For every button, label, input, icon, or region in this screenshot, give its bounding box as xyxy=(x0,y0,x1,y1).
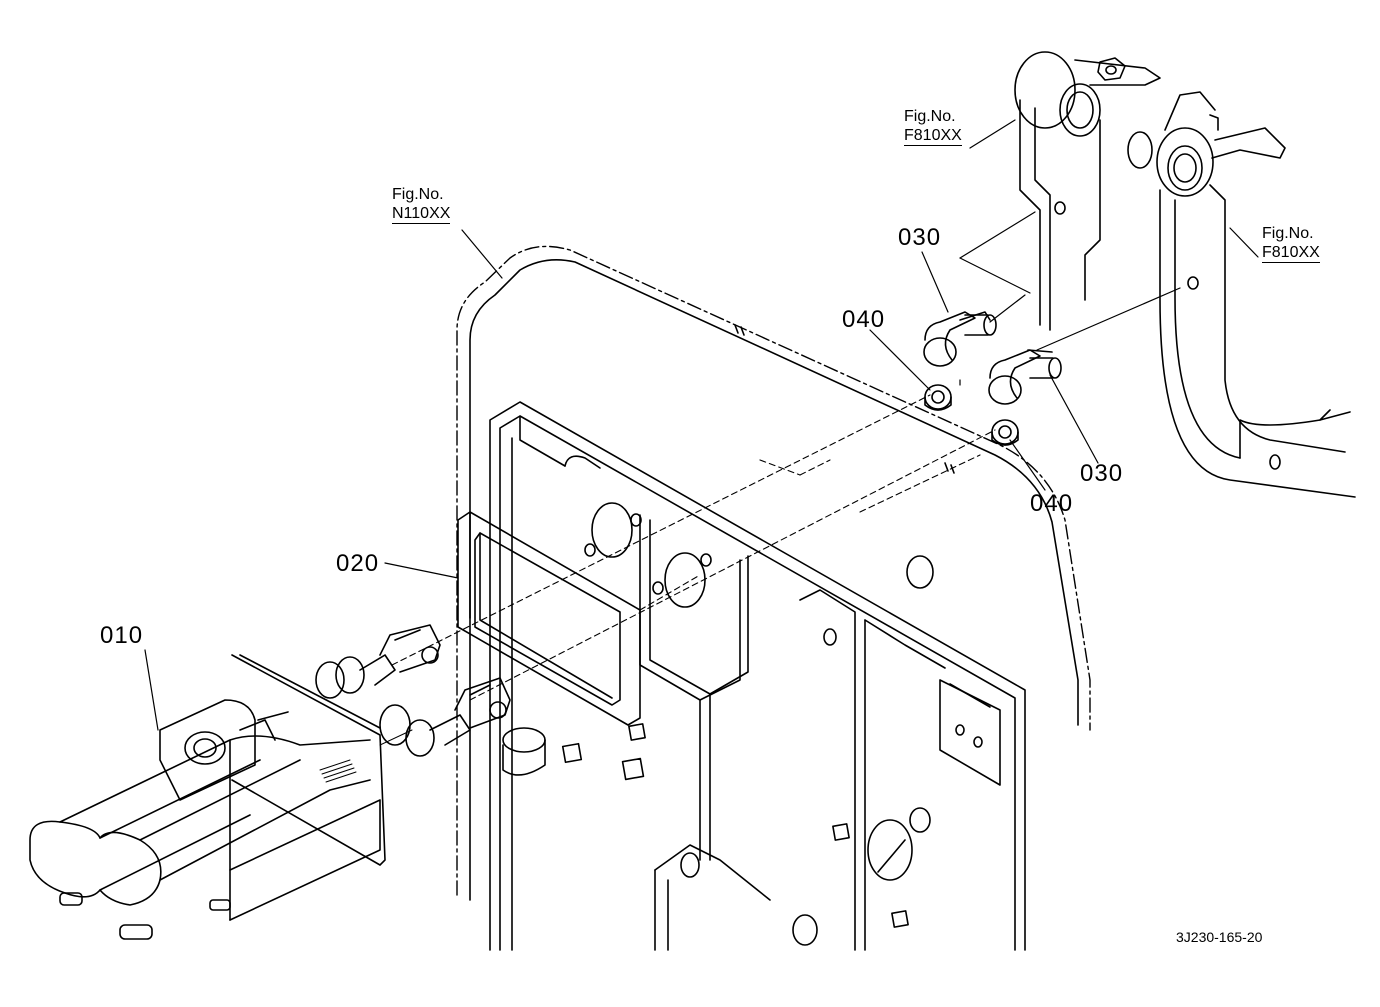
fig-ref-f810-upper-line2: F810XX xyxy=(904,127,962,146)
fig-ref-n110[interactable]: Fig.No. N110XX xyxy=(392,186,451,224)
nut-lower xyxy=(992,420,1018,445)
pedal-arm-left xyxy=(1015,52,1160,330)
fig-ref-f810-right-line2: F810XX xyxy=(1262,244,1320,263)
part-label-020[interactable]: 020 xyxy=(336,550,380,577)
part-label-040-upper[interactable]: 040 xyxy=(842,306,886,333)
clevis-pin-lower xyxy=(989,350,1061,404)
diagram-code: 3J230-165-20 xyxy=(1176,929,1263,945)
guide-lines xyxy=(960,212,1180,385)
gasket xyxy=(458,512,640,725)
panel-frame xyxy=(490,402,1025,950)
push-rod-lower xyxy=(380,678,510,756)
assembly-lines xyxy=(392,395,995,700)
part-label-010[interactable]: 010 xyxy=(100,622,144,649)
clevis-pin-upper xyxy=(924,312,996,366)
push-rod-upper xyxy=(316,625,440,698)
master-cylinder xyxy=(30,655,385,939)
part-label-030-lower[interactable]: 030 xyxy=(1080,460,1124,487)
fig-ref-n110-line2: N110XX xyxy=(392,205,451,224)
panel-plate xyxy=(457,246,1090,900)
part-label-030-upper[interactable]: 030 xyxy=(898,224,942,251)
fig-ref-n110-line1: Fig.No. xyxy=(392,186,444,203)
fig-ref-f810-upper[interactable]: Fig.No. F810XX xyxy=(904,109,962,146)
leader-lines xyxy=(145,120,1258,730)
pedal-arm-right xyxy=(1128,92,1355,497)
fig-ref-f810-right[interactable]: Fig.No. F810XX xyxy=(1262,226,1320,263)
nut-upper xyxy=(925,385,951,410)
fig-ref-f810-right-line1: Fig.No. xyxy=(1262,225,1314,242)
part-label-040-lower[interactable]: 040 xyxy=(1030,490,1074,517)
fig-ref-f810-upper-line1: Fig.No. xyxy=(904,108,956,125)
